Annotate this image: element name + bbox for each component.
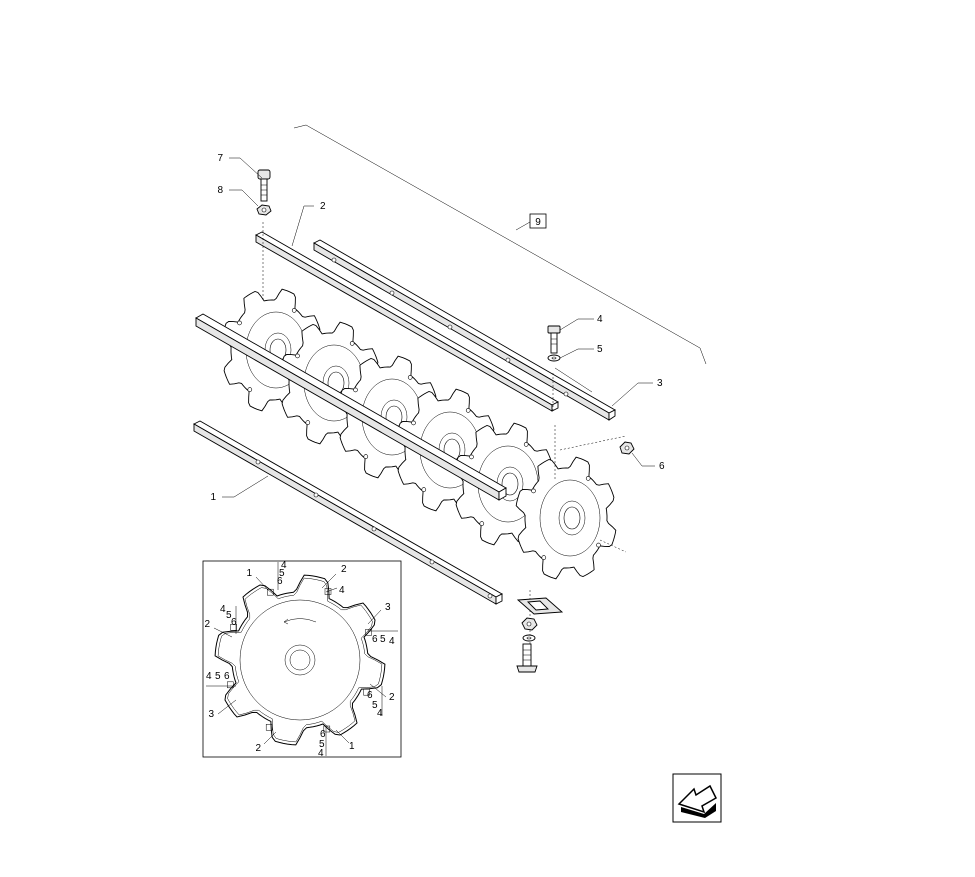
svg-text:5: 5 bbox=[319, 739, 325, 750]
callout-1: 1 bbox=[210, 492, 216, 503]
bar-3 bbox=[313, 239, 616, 421]
callouts: 7 8 2 4 5 3 6 1 bbox=[210, 153, 665, 503]
callout-8: 8 bbox=[217, 185, 223, 196]
svg-text:4: 4 bbox=[377, 708, 383, 719]
callout-5: 5 bbox=[597, 344, 603, 355]
assembly-bracket: 9 bbox=[293, 124, 707, 365]
svg-text:4: 4 bbox=[318, 748, 324, 759]
bar-1 bbox=[193, 420, 503, 605]
bolt-lower bbox=[516, 643, 538, 673]
nut-8 bbox=[256, 204, 272, 216]
svg-text:5: 5 bbox=[380, 634, 386, 645]
detail-mount-mark bbox=[265, 724, 273, 731]
detail-callout-1-top: 1 bbox=[246, 568, 252, 579]
detail-stack-right-lower: 6 5 4 bbox=[367, 686, 383, 719]
detail-callout-2-right: 2 bbox=[389, 692, 395, 703]
detail-stack-left-upper: 4 5 6 bbox=[220, 604, 237, 634]
nut-6 bbox=[619, 441, 635, 455]
svg-text:6: 6 bbox=[372, 634, 378, 645]
callout-9-box bbox=[529, 213, 547, 229]
detail-mount-mark bbox=[365, 629, 372, 636]
detail-mount-mark bbox=[323, 725, 331, 733]
nut-lower bbox=[521, 617, 538, 631]
bar-middle bbox=[195, 313, 507, 501]
callout-3: 3 bbox=[657, 378, 663, 389]
svg-text:5: 5 bbox=[215, 671, 221, 682]
detail-mount-mark bbox=[230, 624, 237, 631]
svg-text:6: 6 bbox=[224, 671, 230, 682]
svg-text:4: 4 bbox=[389, 636, 395, 647]
sprocket-wheel bbox=[515, 456, 617, 580]
svg-text:5: 5 bbox=[226, 610, 232, 621]
callout-7: 7 bbox=[217, 153, 223, 164]
detail-callout-1-bottom: 1 bbox=[349, 741, 355, 752]
callout-4: 4 bbox=[597, 314, 603, 325]
detail-callout-2-left: 2 bbox=[204, 619, 210, 630]
svg-text:6: 6 bbox=[320, 729, 326, 740]
detail-stack-left-lower: 4 5 6 bbox=[206, 671, 236, 687]
detail-callout-4-top: 4 bbox=[339, 585, 345, 596]
bar-2 bbox=[255, 231, 559, 412]
arrow-navigation-icon[interactable] bbox=[672, 773, 722, 823]
detail-callout-3-left: 3 bbox=[208, 709, 214, 720]
bolt-4 bbox=[547, 325, 561, 354]
svg-text:6: 6 bbox=[367, 690, 373, 701]
detail-mount-mark bbox=[363, 688, 370, 696]
svg-text:4: 4 bbox=[220, 604, 226, 615]
svg-text:6: 6 bbox=[277, 576, 283, 587]
detail-stack-bottom: 6 5 4 bbox=[318, 726, 327, 759]
svg-text:5: 5 bbox=[372, 700, 378, 711]
detail-view: 1 2 4 3 2 3 2 2 1 4 5 6 4 5 6 6 5 4 4 bbox=[202, 560, 402, 759]
detail-callout-2-bottom: 2 bbox=[255, 743, 261, 754]
detail-stack-top: 4 5 6 bbox=[277, 560, 287, 590]
callout-9: 9 bbox=[535, 217, 541, 228]
svg-text:4: 4 bbox=[206, 671, 212, 682]
detail-callout-3-right: 3 bbox=[385, 602, 391, 613]
callout-6: 6 bbox=[659, 461, 665, 472]
detail-mount-mark bbox=[227, 681, 234, 689]
svg-text:5: 5 bbox=[279, 568, 285, 579]
washer-5 bbox=[547, 354, 561, 362]
svg-text:6: 6 bbox=[231, 617, 237, 628]
svg-text:4: 4 bbox=[281, 560, 287, 571]
detail-callout-2-top: 2 bbox=[341, 564, 347, 575]
detail-mount-mark bbox=[267, 588, 274, 596]
callout-2: 2 bbox=[320, 201, 326, 212]
detail-stack-right-upper: 6 5 4 bbox=[368, 630, 398, 647]
detail-mount-mark bbox=[324, 588, 332, 595]
bolt-7 bbox=[257, 169, 271, 202]
clip-plate bbox=[516, 597, 564, 615]
washer-lower bbox=[522, 634, 536, 642]
